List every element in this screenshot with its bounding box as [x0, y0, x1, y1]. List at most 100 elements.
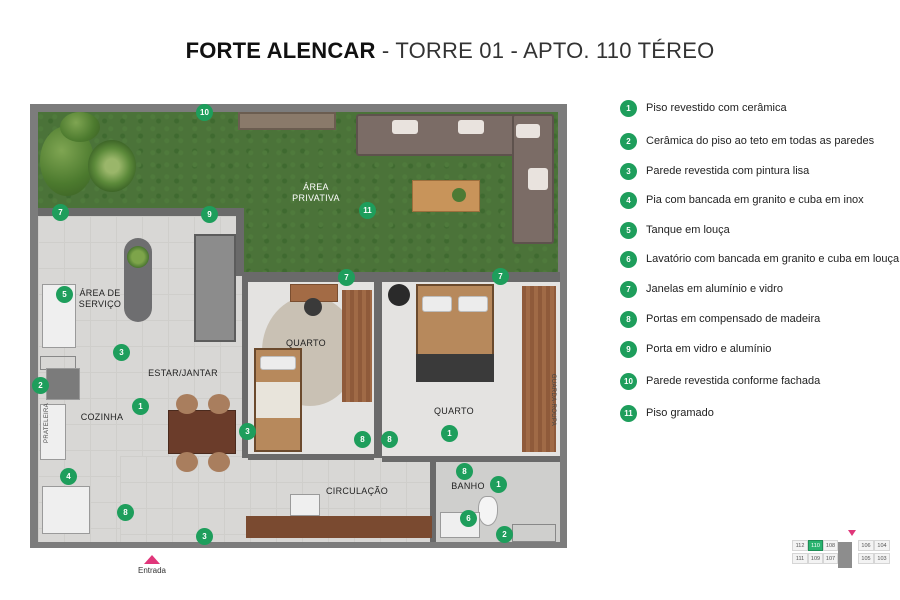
legend-item: 4 Pia com bancada em granito e cuba em i… — [620, 192, 900, 210]
keyplan-unit: 104 — [874, 540, 890, 551]
cushion — [528, 168, 548, 190]
keyplan-unit: 106 — [858, 540, 874, 551]
label-estar-jantar: ESTAR/JANTAR — [148, 368, 218, 378]
legend-text: Janelas em alumínio e vidro — [646, 283, 783, 295]
washing-machine — [46, 368, 80, 400]
plan-marker-7: 7 — [492, 268, 509, 285]
wall — [38, 208, 244, 216]
legend-text: Lavatório com bancada em granito e cuba … — [646, 253, 900, 265]
legend-text: Parede revestida conforme fachada — [646, 375, 821, 387]
legend-text: Piso gramado — [646, 407, 714, 419]
label-circulacao: CIRCULAÇÃO — [325, 486, 388, 496]
entrance-arrow-icon — [144, 555, 160, 564]
legend-item: 1 Piso revestido com cerâmica — [620, 100, 900, 118]
cushion — [458, 120, 484, 134]
bed-sheet — [256, 382, 300, 418]
label-cozinha: COZINHA — [80, 412, 124, 422]
legend-number: 9 — [620, 341, 637, 358]
pillow — [260, 356, 296, 370]
plan-marker-1: 1 — [132, 398, 149, 415]
label-guarda-roupa: GUARDA-ROUPA — [550, 373, 556, 427]
keyplan-unit: 107 — [823, 553, 838, 564]
plan-marker-10: 10 — [196, 104, 213, 121]
plan-marker-3: 3 — [239, 423, 256, 440]
desk-chair — [304, 298, 322, 316]
keyplan-pin-icon — [848, 530, 856, 536]
circulation-sideboard — [246, 516, 432, 538]
page-title: FORTE ALENCAR - TORRE 01 - APTO. 110 TÉR… — [0, 38, 900, 64]
wardrobe — [522, 286, 556, 452]
cushion — [516, 124, 540, 138]
legend-item: 2 Cerâmica do piso ao teto em todas as p… — [620, 133, 900, 151]
plan-marker-8: 8 — [456, 463, 473, 480]
wall — [430, 462, 436, 542]
legend-text: Parede revestida com pintura lisa — [646, 165, 810, 177]
keyplan-unit: 112 — [792, 540, 808, 551]
legend-number: 11 — [620, 405, 637, 422]
plan-marker-7: 7 — [52, 204, 69, 221]
title-building: FORTE ALENCAR — [185, 38, 376, 63]
legend-text: Portas em compensado de madeira — [646, 313, 821, 325]
plan-marker-3: 3 — [196, 528, 213, 545]
legend-number: 7 — [620, 281, 637, 298]
plan-marker-11: 11 — [359, 202, 376, 219]
legend-number: 6 — [620, 251, 637, 268]
legend-item: 9 Porta em vidro e alumínio — [620, 341, 900, 359]
circulation-chair — [290, 494, 320, 516]
keyplan-unit: 109 — [808, 553, 823, 564]
title-separator: - — [375, 38, 396, 63]
legend-number: 2 — [620, 133, 637, 150]
legend-item: 7 Janelas em alumínio e vidro — [620, 281, 900, 299]
dining-chair — [176, 452, 198, 472]
wall — [236, 216, 244, 276]
legend-number: 1 — [620, 100, 637, 117]
keyplan-unit-active: 110 — [808, 540, 823, 551]
fern-icon — [88, 140, 136, 192]
legend-item: 10 Parede revestida conforme fachada — [620, 373, 900, 391]
keyplan-unit: 111 — [792, 553, 808, 564]
plan-marker-8: 8 — [354, 431, 371, 448]
plan-marker-1: 1 — [490, 476, 507, 493]
sink-counter — [40, 404, 66, 460]
wall — [382, 456, 560, 462]
legend-number: 5 — [620, 222, 637, 239]
plant-icon — [127, 246, 149, 268]
legend-number: 10 — [620, 373, 637, 390]
toilet — [478, 496, 498, 526]
title-unit: TORRE 01 - APTO. 110 TÉREO — [395, 38, 715, 63]
legend-item: 3 Parede revestida com pintura lisa — [620, 163, 900, 181]
plan-marker-2: 2 — [32, 377, 49, 394]
plan-marker-5: 5 — [56, 286, 73, 303]
tree-icon — [60, 112, 100, 142]
fridge — [42, 486, 90, 534]
plan-marker-6: 6 — [460, 510, 477, 527]
legend-item: 6 Lavatório com bancada em granito e cub… — [620, 251, 900, 269]
legend-number: 4 — [620, 192, 637, 209]
legend-item: 8 Portas em compensado de madeira — [620, 311, 900, 329]
plant-icon — [452, 188, 466, 202]
plan-marker-7: 7 — [338, 269, 355, 286]
plan-marker-8: 8 — [117, 504, 134, 521]
bathroom-window — [512, 524, 556, 542]
wall — [242, 282, 248, 458]
label-quarto-2: QUARTO — [434, 406, 474, 416]
pillow — [458, 296, 488, 312]
label-entrada: Entrada — [137, 566, 167, 575]
legend-number: 8 — [620, 311, 637, 328]
plan-marker-9: 9 — [201, 206, 218, 223]
label-area-privativa: ÁREA PRIVATIVA — [292, 182, 340, 203]
legend-text: Tanque em louça — [646, 224, 730, 236]
label-banho: BANHO — [451, 481, 485, 491]
nightstand — [388, 284, 410, 306]
label-prateleira: PRATELEIRA — [44, 403, 50, 443]
keyplan-core — [838, 542, 852, 568]
label-area-servico: ÁREA DE SERVIÇO — [78, 288, 122, 309]
pillow — [422, 296, 452, 312]
dining-table — [168, 410, 236, 454]
dining-chair — [208, 452, 230, 472]
legend-number: 3 — [620, 163, 637, 180]
living-sofa — [194, 234, 236, 342]
plan-marker-2: 2 — [496, 526, 513, 543]
label-quarto-1: QUARTO — [286, 338, 326, 348]
keyplan-unit: 105 — [858, 553, 874, 564]
